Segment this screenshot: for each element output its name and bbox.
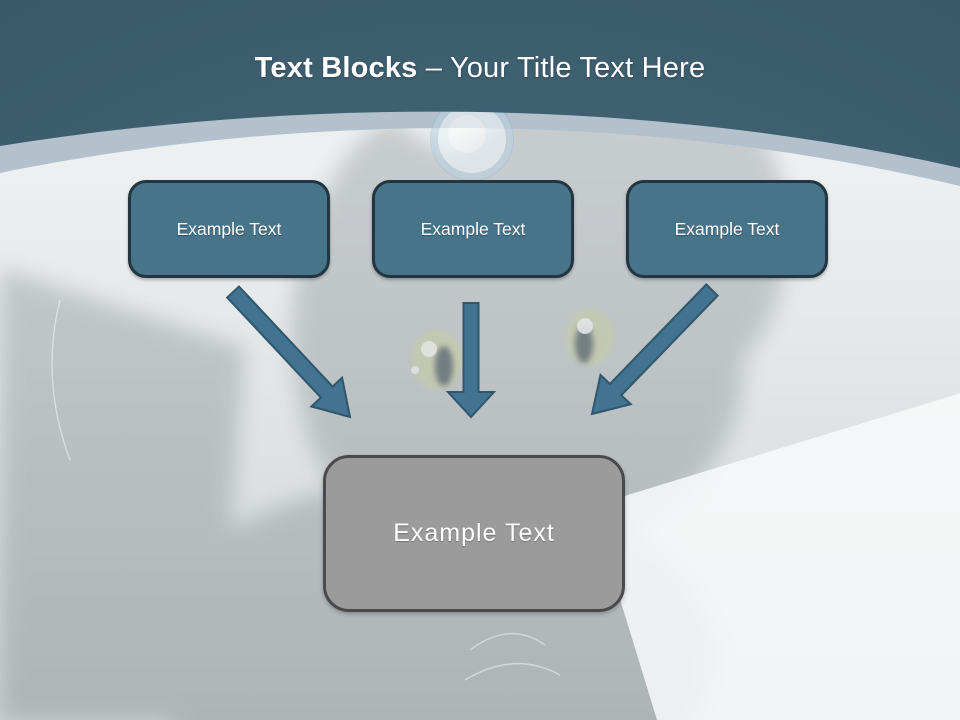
arrow-down-left-icon xyxy=(590,282,720,416)
text-block-3[interactable]: Example Text xyxy=(626,180,828,278)
text-block-1[interactable]: Example Text xyxy=(128,180,330,278)
text-block-2-label: Example Text xyxy=(420,218,526,239)
text-block-3-label: Example Text xyxy=(674,218,780,239)
result-block-label: Example Text xyxy=(393,519,555,547)
arrow-down-right-icon xyxy=(225,285,352,419)
slide-title[interactable]: Text Blocks – Your Title Text Here xyxy=(0,52,960,85)
result-block[interactable]: Example Text xyxy=(323,455,625,612)
arrow-down-icon xyxy=(445,302,497,419)
title-bold-text: Text Blocks xyxy=(254,52,418,84)
text-block-2[interactable]: Example Text xyxy=(372,180,574,278)
title-rest-text: – Your Title Text Here xyxy=(417,52,706,84)
laptop-shape xyxy=(600,377,960,720)
bubble-shape xyxy=(430,111,514,181)
whisker-strokes xyxy=(51,299,561,681)
text-block-1-label: Example Text xyxy=(176,218,282,239)
cat-eyes xyxy=(411,309,614,390)
